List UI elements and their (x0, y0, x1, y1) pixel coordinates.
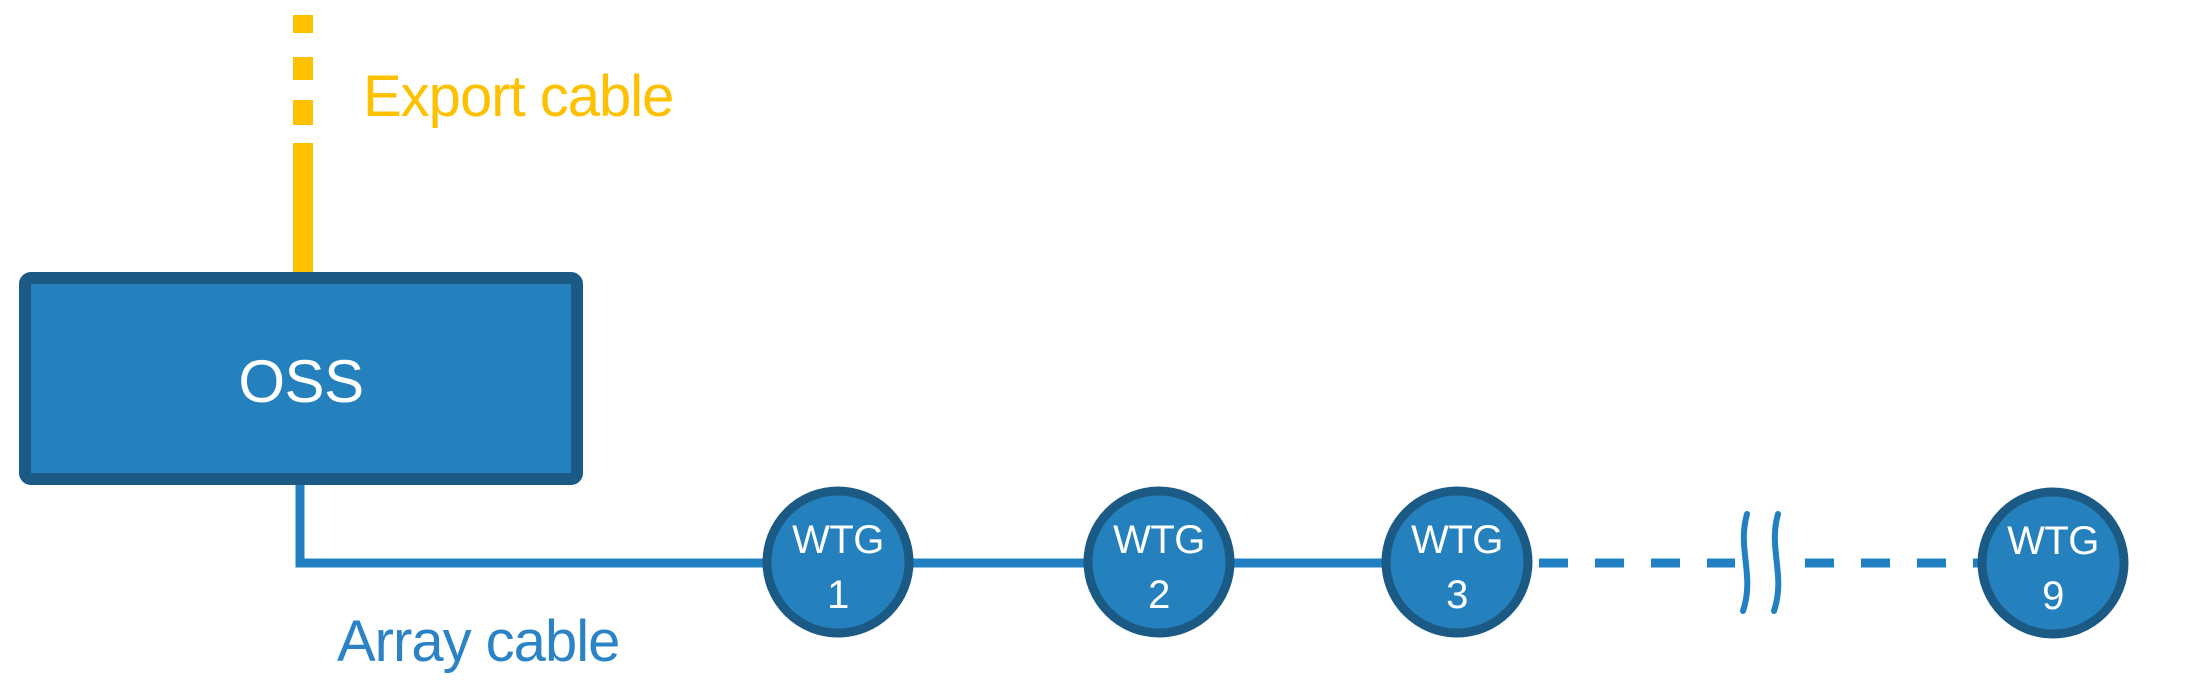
oss-box (19, 272, 583, 485)
wtg-circle (762, 486, 914, 638)
wtg-node-1: WTG 1 (762, 486, 914, 638)
export-cable-dash (293, 57, 313, 80)
cable-break-symbol (1740, 511, 1782, 614)
array-cable-line (295, 483, 1458, 568)
export-cable-label: Export cable (363, 64, 673, 129)
wtg-node-2: WTG 2 (1083, 486, 1235, 638)
array-cable-label: Array cable (337, 609, 619, 674)
wtg-node-3: WTG 3 (1381, 486, 1533, 638)
wtg-node-9: WTG 9 (1977, 487, 2129, 639)
export-cable-dash (293, 100, 313, 125)
wtg-circle (1381, 486, 1533, 638)
cable-break-mark-right (1771, 511, 1782, 614)
wtg-label-line1: WTG (1411, 518, 1503, 562)
wtg-circle (1083, 486, 1235, 638)
cable-break-mark-left (1740, 511, 1751, 614)
wtg-label-line1: WTG (792, 518, 884, 562)
wtg-label-line2: 3 (1446, 573, 1468, 617)
export-cable-line (293, 15, 313, 273)
wtg-label-line2: 9 (2042, 574, 2064, 618)
wtg-circle (1977, 487, 2129, 639)
export-cable-dash (293, 15, 313, 33)
oss-label: OSS (238, 348, 363, 415)
wtg-label-line1: WTG (2007, 519, 2099, 563)
wtg-label-line1: WTG (1113, 518, 1205, 562)
export-cable-solid-segment (293, 143, 313, 273)
wtg-label-line2: 2 (1148, 573, 1170, 617)
wtg-label-line2: 1 (827, 573, 849, 617)
